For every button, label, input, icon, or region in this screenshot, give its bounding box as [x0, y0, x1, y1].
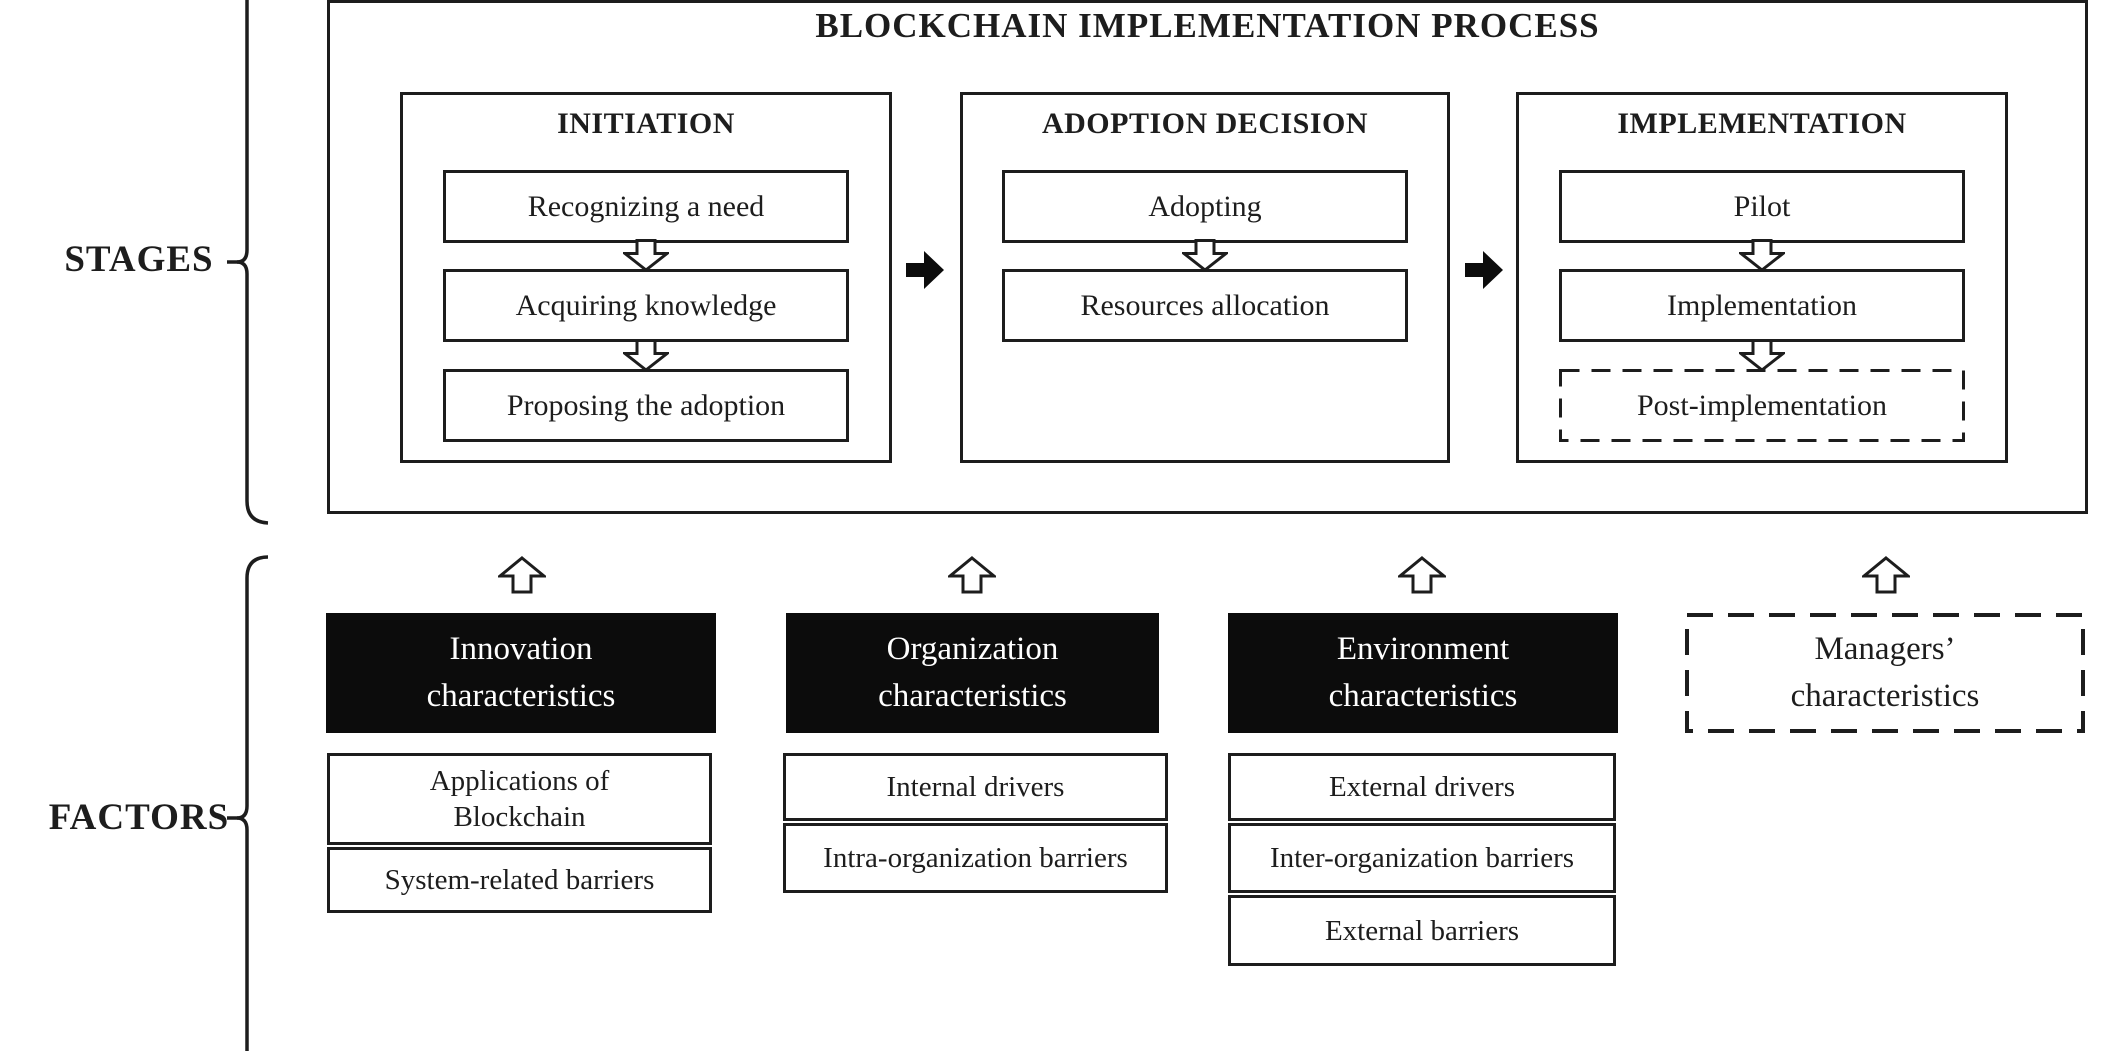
step-recognizing-a-need: Recognizing a need	[443, 170, 849, 243]
step-proposing-the-adoption: Proposing the adoption	[443, 369, 849, 442]
right-arrow-icon	[1465, 251, 1503, 289]
side-brackets	[227, 0, 269, 1051]
step-acquiring-knowledge: Acquiring knowledge	[443, 269, 849, 342]
factor-table-organization: Internal drivers Intra-organization barr…	[783, 753, 1168, 893]
factor-header-innovation-characteristics: Innovation characteristics	[326, 613, 716, 733]
down-arrow-icon	[1739, 339, 1785, 372]
stage-title-initiation: INITIATION	[557, 107, 735, 140]
stages-side-label: STAGES	[64, 239, 214, 280]
stage-title-implementation: IMPLEMENTATION	[1617, 107, 1907, 140]
stages-bracket	[236, 0, 269, 525]
stage-title-adoption-decision: ADOPTION DECISION	[1041, 107, 1369, 140]
factor-item-internal-drivers: Internal drivers	[783, 753, 1168, 821]
factor-item-intra-organization-barriers: Intra-organization barriers	[783, 823, 1168, 893]
step-pilot: Pilot	[1559, 170, 1965, 243]
factor-item-applications-of-blockchain: Applications of Blockchain	[327, 753, 712, 845]
dashed-border	[1559, 369, 1965, 442]
right-arrow-icon	[906, 251, 944, 289]
factor-header-label: Managers’ characteristics	[1790, 631, 1980, 714]
down-arrow-icon	[1739, 239, 1785, 272]
factor-header-environment-characteristics: Environment characteristics	[1228, 613, 1618, 733]
factor-table-innovation: Applications of Blockchain System-relate…	[327, 753, 712, 913]
step-label: Post-implementation	[1637, 388, 1887, 422]
factor-item-external-barriers: External barriers	[1228, 895, 1616, 966]
down-arrow-icon	[623, 339, 669, 372]
stage-box-implementation: IMPLEMENTATION Pilot Implementation Post…	[1516, 92, 2008, 463]
down-arrow-icon	[1182, 239, 1228, 272]
up-arrow-icon	[948, 556, 996, 594]
stage-box-initiation: INITIATION Recognizing a need Acquiring …	[400, 92, 892, 463]
step-post-implementation: Post-implementation	[1559, 369, 1965, 442]
process-title: BLOCKCHAIN IMPLEMENTATION PROCESS	[815, 6, 1600, 45]
factor-item-system-related-barriers: System-related barriers	[327, 847, 712, 913]
step-resources-allocation: Resources allocation	[1002, 269, 1408, 342]
up-arrow-icon	[498, 556, 546, 594]
factor-item-inter-organization-barriers: Inter-organization barriers	[1228, 823, 1616, 893]
factor-item-external-drivers: External drivers	[1228, 753, 1616, 821]
factors-side-label: FACTORS	[48, 797, 230, 838]
dashed-border	[1685, 613, 2085, 733]
factors-bracket	[236, 555, 269, 1051]
down-arrow-icon	[623, 239, 669, 272]
factor-table-environment: External drivers Inter-organization barr…	[1228, 753, 1616, 966]
up-arrow-icon	[1398, 556, 1446, 594]
up-arrow-icon	[1862, 556, 1910, 594]
factor-header-managers-characteristics: Managers’ characteristics	[1685, 613, 2085, 733]
step-adopting: Adopting	[1002, 170, 1408, 243]
factor-header-organization-characteristics: Organization characteristics	[786, 613, 1159, 733]
step-implementation: Implementation	[1559, 269, 1965, 342]
stage-box-adoption-decision: ADOPTION DECISION Adopting Resources all…	[960, 92, 1450, 463]
